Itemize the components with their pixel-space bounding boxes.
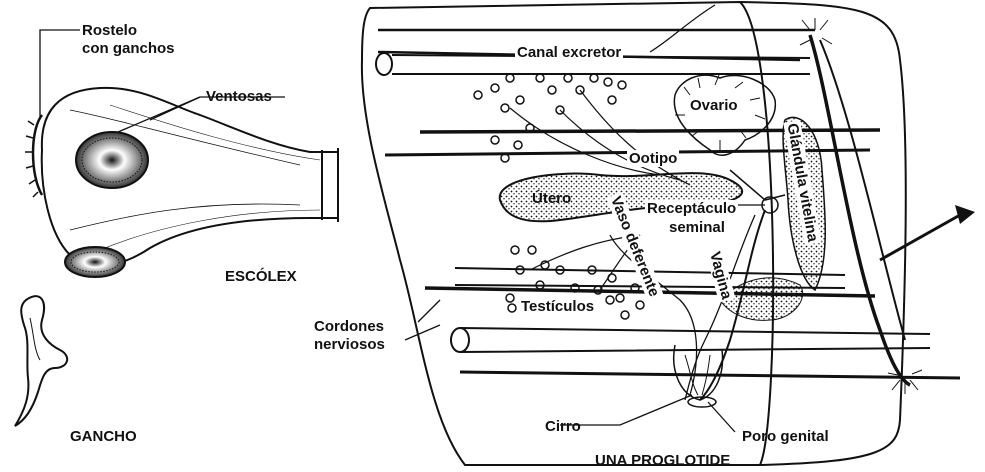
label-poro-genital: Poro genital xyxy=(742,428,829,445)
label-con-ganchos: con ganchos xyxy=(82,40,175,57)
label-ootipo: Ootipo xyxy=(627,150,679,167)
sucker-lower xyxy=(65,247,125,277)
label-una-proglotide: UNA PROGLOTIDE xyxy=(595,452,730,469)
hook-drawing xyxy=(15,296,67,426)
sucker-upper xyxy=(76,132,148,188)
label-nerviosos: nerviosos xyxy=(314,336,385,353)
label-testiculos: Testículos xyxy=(519,298,596,315)
label-cordones: Cordones xyxy=(314,318,384,335)
cirrus-sac xyxy=(674,345,723,400)
scolex-drawing xyxy=(25,30,338,277)
label-seminal: seminal xyxy=(667,219,727,236)
label-utero: Útero xyxy=(532,190,571,207)
label-ventosas: Ventosas xyxy=(206,88,272,105)
label-rostelo: Rostelo xyxy=(82,22,137,39)
label-canal-excretor: Canal excretor xyxy=(515,44,623,61)
label-escolex: ESCÓLEX xyxy=(225,268,297,285)
label-ovario: Ovario xyxy=(688,97,740,114)
label-gancho: GANCHO xyxy=(70,428,137,445)
label-cirro: Cirro xyxy=(545,418,581,435)
label-receptaculo: Receptáculo xyxy=(645,200,738,217)
ovary xyxy=(674,75,775,155)
